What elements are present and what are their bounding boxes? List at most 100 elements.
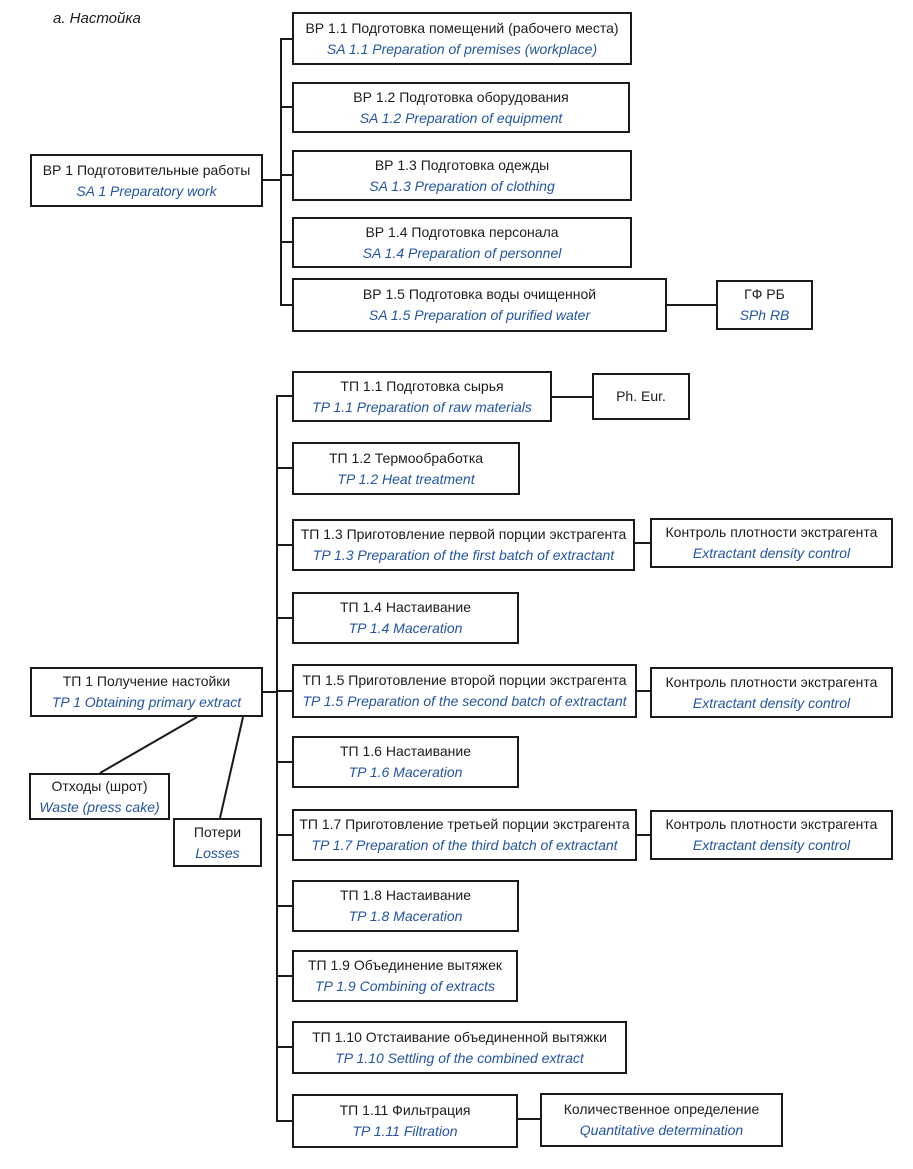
box-density-control-2-ru: Контроль плотности экстрагента: [665, 673, 878, 690]
connector-line: [280, 38, 292, 40]
connector-line: [276, 1046, 292, 1048]
box-vr-1-4-ru: ВР 1.4 Подготовка персонала: [365, 223, 559, 240]
connector-line: [276, 761, 292, 763]
connector-line: [276, 834, 292, 836]
box-tp-1-7-ru: ТП 1.7 Приготовление третьей порции экст…: [299, 816, 630, 832]
box-tp-1-3: ТП 1.3 Приготовление первой порции экстр…: [292, 519, 635, 571]
connector-trunk-2: [276, 395, 278, 1122]
box-tp-1-2: ТП 1.2 Термообработка TP 1.2 Heat treatm…: [292, 442, 520, 495]
box-density-control-2: Контроль плотности экстрагента Extractan…: [650, 667, 893, 718]
connector-line: [637, 834, 650, 836]
box-tp-1-11-en: TP 1.11 Filtration: [352, 1123, 458, 1139]
box-waste: Отходы (шрот) Waste (press cake): [29, 773, 170, 820]
box-waste-ru: Отходы (шрот): [51, 777, 148, 794]
box-tp-1-6: ТП 1.6 Настаивание TP 1.6 Maceration: [292, 736, 519, 788]
box-tp-1-4-en: TP 1.4 Maceration: [348, 620, 463, 636]
box-density-control-1-ru: Контроль плотности экстрагента: [665, 524, 878, 540]
box-quantitative-determination: Количественное определение Quantitative …: [540, 1093, 783, 1147]
box-tp-1-1-ru: ТП 1.1 Подготовка сырья: [340, 377, 504, 394]
connector-line: [280, 106, 292, 108]
box-tp-1-10-ru: ТП 1.10 Отстаивание объединенной вытяжки: [312, 1028, 607, 1045]
connector-line: [280, 241, 292, 243]
box-tp-1-3-ru: ТП 1.3 Приготовление первой порции экстр…: [300, 526, 627, 542]
box-tp-1-en: TP 1 Obtaining primary extract: [51, 694, 242, 710]
box-density-control-3: Контроль плотности экстрагента Extractan…: [650, 810, 893, 860]
box-tp-1-1-en: TP 1.1 Preparation of raw materials: [312, 398, 532, 415]
box-quantitative-determination-en: Quantitative determination: [579, 1122, 744, 1138]
connector-line: [263, 179, 280, 181]
connector-line: [276, 467, 292, 469]
box-density-control-3-ru: Контроль плотности экстрагента: [665, 816, 878, 832]
connector-line: [276, 617, 292, 619]
box-density-control-1: Контроль плотности экстрагента Extractan…: [650, 518, 893, 568]
box-gf-rb-en: SPh RB: [739, 307, 790, 323]
box-losses-ru: Потери: [193, 823, 242, 840]
box-tp-1-11: ТП 1.11 Фильтрация TP 1.11 Filtration: [292, 1094, 518, 1148]
box-gf-rb: ГФ РБ SPh RB: [716, 280, 813, 330]
connector-line: [552, 396, 592, 398]
box-vr-1-en: SA 1 Preparatory work: [76, 182, 217, 199]
connector-line: [276, 975, 292, 977]
box-tp-1-ru: ТП 1 Получение настойки: [62, 673, 231, 689]
box-tp-1-9-en: TP 1.9 Combining of extracts: [314, 978, 495, 994]
box-losses: Потери Losses: [173, 818, 262, 867]
box-tp-1-8: ТП 1.8 Настаивание TP 1.8 Maceration: [292, 880, 519, 932]
connector-losses-line: [219, 716, 244, 819]
box-gf-rb-ru: ГФ РБ: [744, 286, 785, 302]
box-tp-1-4: ТП 1.4 Настаивание TP 1.4 Maceration: [292, 592, 519, 644]
box-tp-1-5-ru: ТП 1.5 Приготовление второй порции экстр…: [302, 672, 627, 688]
connector-waste-line: [99, 716, 198, 774]
connector-line: [667, 304, 716, 306]
box-vr-1-5-en: SA 1.5 Preparation of purified water: [368, 307, 591, 323]
box-tp-1-1: ТП 1.1 Подготовка сырья TP 1.1 Preparati…: [292, 371, 552, 422]
box-vr-1-3-en: SA 1.3 Preparation of clothing: [369, 177, 555, 194]
box-vr-1-1-en: SA 1.1 Preparation of premises (workplac…: [326, 40, 598, 57]
box-waste-en: Waste (press cake): [39, 798, 160, 815]
box-vr-1-ru: ВР 1 Подготовительные работы: [42, 161, 251, 178]
connector-line: [276, 1120, 292, 1122]
box-ph-eur-ru: Ph. Eur.: [616, 388, 666, 404]
connector-line: [518, 1118, 540, 1120]
box-vr-1-3-ru: ВР 1.3 Подготовка одежды: [374, 156, 550, 173]
box-tp-1-2-ru: ТП 1.2 Термообработка: [328, 449, 484, 466]
box-vr-1-1: ВР 1.1 Подготовка помещений (рабочего ме…: [292, 12, 632, 65]
box-tp-1-8-en: TP 1.8 Maceration: [348, 908, 463, 924]
box-density-control-2-en: Extractant density control: [692, 694, 851, 711]
box-losses-en: Losses: [195, 844, 240, 861]
box-tp-1-11-ru: ТП 1.11 Фильтрация: [339, 1102, 471, 1118]
box-tp-1-5: ТП 1.5 Приготовление второй порции экстр…: [292, 664, 637, 718]
box-vr-1-2-en: SA 1.2 Preparation of equipment: [359, 109, 563, 126]
box-vr-1-4-en: SA 1.4 Preparation of personnel: [362, 244, 562, 261]
box-tp-1-3-en: TP 1.3 Preparation of the first batch of…: [312, 547, 615, 563]
box-vr-1-5: ВР 1.5 Подготовка воды очищенной SA 1.5 …: [292, 278, 667, 332]
box-vr-1: ВР 1 Подготовительные работы SA 1 Prepar…: [30, 154, 263, 207]
box-vr-1-2: ВР 1.2 Подготовка оборудования SA 1.2 Pr…: [292, 82, 630, 133]
box-tp-1-10: ТП 1.10 Отстаивание объединенной вытяжки…: [292, 1021, 627, 1074]
connector-line: [280, 304, 292, 306]
box-tp-1-7-en: TP 1.7 Preparation of the third batch of…: [311, 837, 618, 853]
diagram-title: а. Настойка: [53, 10, 141, 27]
box-tp-1-2-en: TP 1.2 Heat treatment: [337, 470, 475, 487]
box-ph-eur: Ph. Eur.: [592, 373, 690, 420]
box-vr-1-3: ВР 1.3 Подготовка одежды SA 1.3 Preparat…: [292, 150, 632, 201]
box-density-control-3-en: Extractant density control: [692, 837, 851, 853]
connector-line: [276, 690, 292, 692]
connector-line: [276, 905, 292, 907]
box-tp-1-4-ru: ТП 1.4 Настаивание: [339, 599, 472, 615]
connector-trunk-1: [280, 38, 282, 306]
box-tp-1-9: ТП 1.9 Объединение вытяжек TP 1.9 Combin…: [292, 950, 518, 1002]
connector-line: [276, 395, 292, 397]
connector-line: [263, 691, 276, 693]
box-tp-1-9-ru: ТП 1.9 Объединение вытяжек: [307, 957, 503, 973]
connector-line: [280, 174, 292, 176]
box-tp-1-7: ТП 1.7 Приготовление третьей порции экст…: [292, 809, 637, 861]
box-tp-1-8-ru: ТП 1.8 Настаивание: [339, 887, 472, 903]
box-quantitative-determination-ru: Количественное определение: [563, 1101, 760, 1117]
box-tp-1-6-ru: ТП 1.6 Настаивание: [339, 743, 472, 759]
box-tp-1-5-en: TP 1.5 Preparation of the second batch o…: [302, 693, 627, 709]
box-tp-1: ТП 1 Получение настойки TP 1 Obtaining p…: [30, 667, 263, 717]
box-density-control-1-en: Extractant density control: [692, 545, 851, 561]
connector-line: [637, 690, 650, 692]
